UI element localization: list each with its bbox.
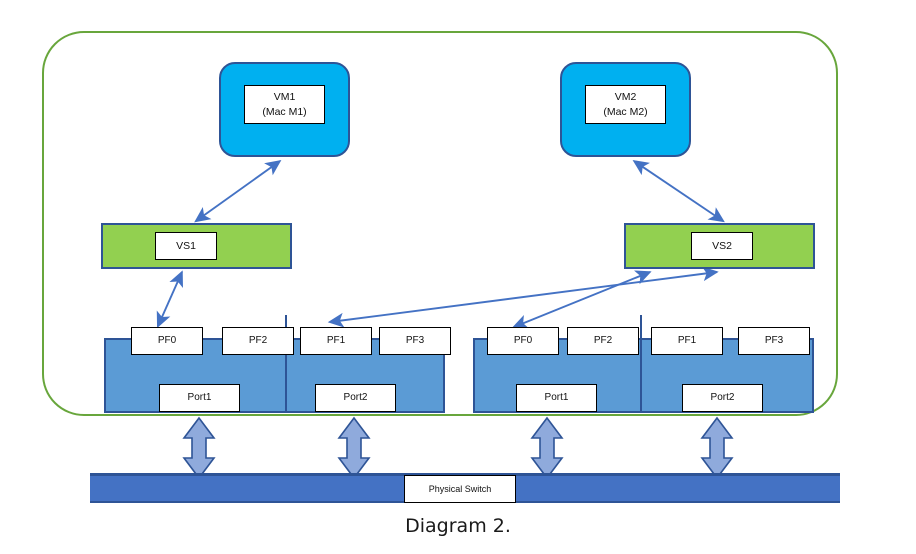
nic1-pf3-box[interactable]: PF3 <box>379 327 451 355</box>
nic1-pf1-label: PF1 <box>326 335 346 347</box>
nic2-pf2-box[interactable]: PF2 <box>567 327 639 355</box>
nic1-port2-box[interactable]: Port2 <box>315 384 396 412</box>
vm1-label-box[interactable]: VM1 (Mac M1) <box>244 85 325 124</box>
vs2-label-box[interactable]: VS2 <box>691 232 753 260</box>
nic2-pf1-label: PF1 <box>677 335 697 347</box>
diagram-caption: Diagram 2. <box>405 515 511 537</box>
nic1-pf0-label: PF0 <box>157 335 177 347</box>
nic-2-divider <box>640 315 642 413</box>
block-arrow-nic1-port2 <box>337 416 371 480</box>
vm1-container[interactable] <box>219 62 350 157</box>
nic2-port1-label: Port1 <box>544 392 569 404</box>
nic2-pf3-box[interactable]: PF3 <box>738 327 810 355</box>
nic2-pf1-box[interactable]: PF1 <box>651 327 723 355</box>
block-arrow-nic1-port1 <box>182 416 216 480</box>
physical-switch-label-box[interactable]: Physical Switch <box>404 475 516 503</box>
nic2-port2-box[interactable]: Port2 <box>682 384 763 412</box>
nic1-pf3-label: PF3 <box>405 335 425 347</box>
connector-vs2-nic2-pf0 <box>511 270 652 329</box>
vs1-label: VS1 <box>176 239 196 252</box>
block-arrow-nic2-port1 <box>530 416 564 480</box>
nic2-pf0-box[interactable]: PF0 <box>487 327 559 355</box>
block-arrow-nic2-port2 <box>700 416 734 480</box>
vs2-label: VS2 <box>712 239 732 252</box>
vm2-mac: (Mac M2) <box>603 105 648 118</box>
nic2-port2-label: Port2 <box>710 392 735 404</box>
connector-vs1-vm1 <box>194 160 282 223</box>
physical-switch-label: Physical Switch <box>428 483 492 494</box>
connector-vs2-vm2 <box>632 160 725 223</box>
nic1-port1-box[interactable]: Port1 <box>159 384 240 412</box>
nic-1-divider <box>285 315 287 413</box>
vm1-mac: (Mac M1) <box>262 105 307 118</box>
vm2-label-box[interactable]: VM2 (Mac M2) <box>585 85 666 124</box>
nic2-pf0-label: PF0 <box>513 335 533 347</box>
nic1-pf1-box[interactable]: PF1 <box>300 327 372 355</box>
nic1-port1-label: Port1 <box>187 392 212 404</box>
vm1-title: VM1 <box>273 91 296 104</box>
nic1-pf2-box[interactable]: PF2 <box>222 327 294 355</box>
nic1-pf0-box[interactable]: PF0 <box>131 327 203 355</box>
nic2-port1-box[interactable]: Port1 <box>516 384 597 412</box>
nic2-pf3-label: PF3 <box>764 335 784 347</box>
nic1-pf2-label: PF2 <box>248 335 268 347</box>
nic1-port2-label: Port2 <box>343 392 368 404</box>
connector-vs1-nic1-pf0 <box>156 270 183 329</box>
nic2-pf2-label: PF2 <box>593 335 613 347</box>
vs1-label-box[interactable]: VS1 <box>155 232 217 260</box>
vm2-title: VM2 <box>614 91 637 104</box>
host-boundary <box>42 31 838 416</box>
